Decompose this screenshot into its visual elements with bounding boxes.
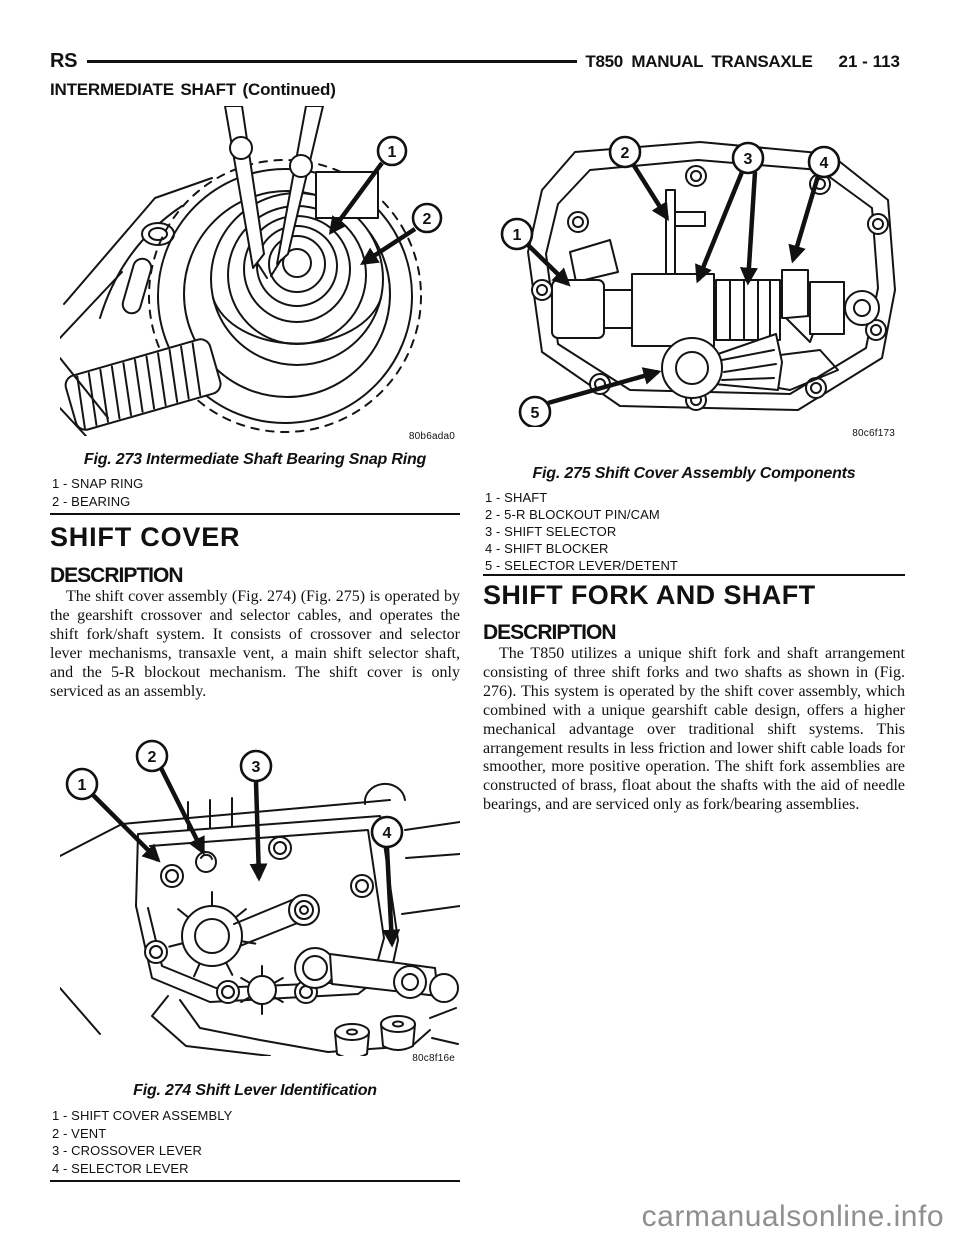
shift-cover-heading: SHIFT COVER (50, 522, 241, 552)
fig274-callout-1-number: 1 (78, 777, 87, 794)
fig274-callout-2 (135, 739, 169, 773)
fig273-legend-item: 2 - BEARING (52, 493, 131, 509)
section-continued-heading: INTERMEDIATE SHAFT (Continued) (50, 80, 336, 99)
page-header: RS T850 MANUAL TRANSAXLE 21 - 113 (50, 50, 900, 73)
divider-rule (483, 574, 905, 576)
fig275-callout-5-number: 5 (531, 405, 540, 422)
fig274-callout-3-number: 3 (252, 759, 261, 776)
fig275-legend: 1 - SHAFT 2 - 5-R BLOCKOUT PIN/CAM 3 - S… (485, 489, 905, 574)
fig275-callout-2 (608, 135, 642, 169)
header-rule (87, 60, 578, 63)
fig275-callout-3-number: 3 (744, 151, 753, 168)
fig275-shift-cover-assembly-drawing: 1 2 3 4 5 (500, 135, 896, 427)
fig273-legend-item: 1 - SNAP RING (52, 476, 144, 491)
fig274-legend-item: 1 - SHIFT COVER ASSEMBLY (52, 1108, 233, 1123)
fig275-callout-1 (500, 217, 534, 251)
fig275-caption: Fig. 275 Shift Cover Assembly Components (532, 465, 856, 482)
fig273-callout-2 (411, 202, 443, 234)
fig275-callout-2-number: 2 (621, 145, 630, 162)
fig274-callout-2-number: 2 (148, 749, 157, 766)
fig274-callout-3 (239, 749, 273, 783)
fig274-callout-4-number: 4 (383, 825, 392, 842)
header-model-code: RS (50, 50, 78, 72)
watermark-link[interactable]: carmanualsonline.info (641, 1200, 944, 1233)
divider-rule (50, 513, 460, 515)
fig274-callout-1 (65, 767, 99, 801)
fig274-caption: Fig. 274 Shift Lever Identification (133, 1082, 377, 1099)
shift-cover-description-text: The shift cover assembly (Fig. 274) (Fig… (50, 588, 460, 700)
fig274-legend-item: 2 - VENT (52, 1125, 107, 1141)
fig274-legend-item: 4 - SELECTOR LEVER (52, 1160, 189, 1176)
fig275-callout-1-number: 1 (513, 227, 522, 244)
fig273-callout-1 (376, 135, 408, 167)
shift-fork-description-heading: DESCRIPTION (483, 621, 617, 644)
fig273-caption: Fig. 273 Intermediate Shaft Bearing Snap… (83, 451, 427, 468)
fig273-callout-1-number: 1 (388, 144, 397, 161)
fig275-callout-5 (518, 395, 552, 427)
fig275-callout-4 (807, 145, 841, 179)
header-page-number: 21 - 113 (838, 51, 900, 71)
fig273-legend: 1 - SNAP RING 2 - BEARING (52, 475, 457, 510)
fig275-legend-item: 5 - SELECTOR LEVER/DETENT (485, 558, 678, 573)
fig273-intermediate-shaft-bearing-drawing: 1 2 (60, 106, 443, 436)
fig275-callout-3 (731, 141, 765, 175)
fig274-legend: 1 - SHIFT COVER ASSEMBLY 2 - VENT 3 - CR… (52, 1107, 457, 1177)
fig275-legend-item: 4 - SHIFT BLOCKER (485, 541, 609, 556)
fig274-legend-item: 3 - CROSSOVER LEVER (52, 1143, 202, 1158)
shift-fork-description-text: The T850 utilizes a unique shift fork an… (483, 645, 905, 814)
divider-rule (50, 1180, 460, 1182)
fig275-legend-item: 3 - SHIFT SELECTOR (485, 524, 617, 539)
fig275-code: 80c6f173 (852, 428, 895, 439)
shift-fork-heading: SHIFT FORK AND SHAFT (483, 580, 816, 610)
fig274-shift-lever-drawing: 1 2 3 4 (60, 739, 460, 1056)
fig275-callout-4-number: 4 (820, 155, 829, 172)
fig275-legend-item: 1 - SHAFT (485, 490, 548, 505)
fig275-legend-item: 2 - 5-R BLOCKOUT PIN/CAM (485, 507, 660, 522)
fig273-code: 80b6ada0 (408, 431, 455, 442)
header-title: T850 MANUAL TRANSAXLE (585, 51, 813, 71)
fig273-callout-2-number: 2 (423, 211, 432, 228)
fig274-code: 80c8f16e (412, 1053, 455, 1064)
shift-cover-description-heading: DESCRIPTION (50, 564, 184, 587)
fig274-callout-4 (370, 815, 404, 849)
